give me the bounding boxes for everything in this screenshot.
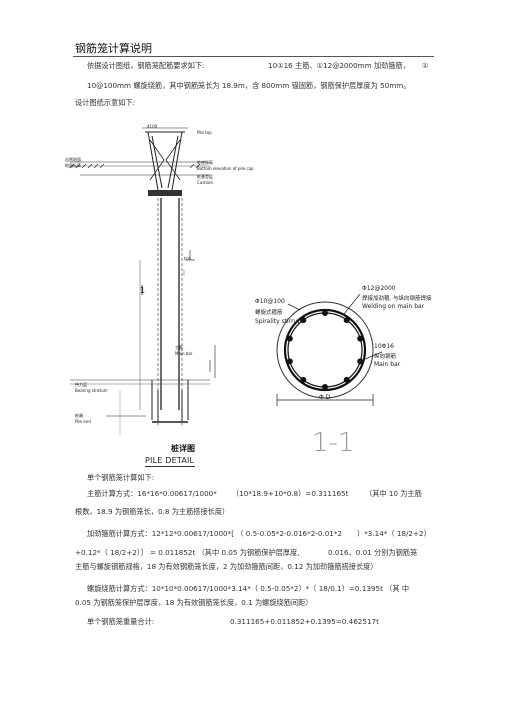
section-label-spiral-en: Spirality stirrup [255, 318, 302, 325]
title-rule [73, 56, 434, 57]
calc-main-c: （其中 10 为主筋 [365, 489, 422, 498]
calc-stiff-a: 加劲箍筋计算方式：12*12*0.00617/1000*[ （ 0.5-0.05… [87, 529, 343, 538]
section-label-spiral-cn: 螺旋式箍筋 [255, 310, 283, 316]
section-label-spiral: Φ10@100 [255, 298, 285, 305]
pile-caption-en: PILE DETAIL [145, 456, 195, 465]
calc-stiff-c: +0.12*（ 18/2+2）］ = 0.011852t （其中 0.05 为钢… [75, 548, 300, 557]
pile-label-end: 桩端 [75, 413, 83, 418]
pile-label-bottom-elev-2: Bottom elevation of pile cap [197, 166, 254, 171]
pile-label-n: n≥ [184, 256, 192, 262]
calc-main-d: 根数，18.9 为钢筋笼长，0.8 为主筋搭接长度） [75, 507, 230, 516]
calc-main-b: （10*18.9+10*0.8）=0.311165t [232, 489, 349, 498]
pile-caption: 桩详图 [171, 444, 195, 453]
intro-line-1b: 10①16 主筋、①12@2000mm 加劲箍筋， [268, 61, 410, 70]
section-caption: 1-1 [312, 428, 355, 458]
calc-total-label: 单个钢筋笼重量合计: [87, 617, 155, 626]
section-drawing [276, 293, 383, 406]
pile-caption-rule [145, 466, 195, 467]
pile-dim-top: 4100 [147, 124, 158, 129]
page-title: 钢筋笼计算说明 [75, 42, 152, 55]
section-label-main-cn: 纵向钢筋 [374, 354, 397, 360]
pile-label-cushion: 桩基垫层 [197, 174, 213, 179]
calc-stiff-e: 主筋与螺旋钢筋规格，18 为有效钢筋笼长度，2 为加劲箍筋间距，0.12 为加劲… [75, 562, 378, 571]
intro-line-1a: 依据设计图纸，钢筋笼配筋要求如下: [87, 61, 205, 70]
calc-total-value: 0.311165+0.011852+0.1395=0.462517t [230, 617, 379, 626]
pile-label-bearing-2: Bearing stratum [75, 388, 108, 393]
pile-label-end-2: Pile end [75, 419, 91, 424]
pile-label-bearing: 持力层 [75, 382, 87, 387]
pile-label-ground: 自然地面 [65, 157, 81, 162]
pile-label-pile-top: Pile top [197, 130, 212, 135]
intro-line-3: 设计图纸示意如下: [75, 98, 135, 107]
calc-spiral-a: 螺旋绕筋计算方式：10*10*0.00617/1000*3.14*（ 0.5-0… [87, 584, 410, 593]
calc-spiral-b: 0.05 为钢筋笼保护层厚度，18 为有效钢筋笼长度，0.1 为螺旋绕筋间距） [75, 598, 313, 607]
section-label-main: 10Φ16 [374, 343, 394, 350]
calc-main-a: 主筋计算方式：16*16*0.00617/1000* [87, 489, 217, 498]
pile-label-ground-2: 地面标高 [65, 163, 81, 168]
section-label-main-en: Main bar [374, 361, 401, 368]
calc-heading: 单个钢筋笼计算如下: [87, 473, 155, 482]
calc-stiff-d: 0.016、0.01 分别为钢筋笼 [328, 548, 418, 557]
intro-line-2: 10@100mm 螺旋绕筋，其中钢筋笼长为 18.9m，含 800mm 锚固筋，… [87, 81, 411, 90]
pile-label-mid: 1 [140, 286, 146, 295]
pile-label-cushion-2: Cushion [197, 180, 214, 185]
section-label-stiff-cn: 焊接加劲箍, 与纵向钢筋焊接 [362, 296, 432, 302]
intro-line-1c: ① [422, 61, 429, 70]
section-label-stiff: Φ12@2000 [362, 285, 396, 292]
calc-stiff-b: ）*3.14*（ 18/2+2） [357, 529, 431, 538]
pile-label-main-bar-2: Main bar [175, 351, 193, 356]
pile-label-bottom-elev: 桩底标高 [197, 160, 213, 165]
section-label-stiff-en: Welding on main bar [362, 303, 425, 310]
pile-detail-drawing [69, 127, 216, 435]
pile-label-main-bar: 主筋 [175, 345, 183, 350]
section-label-dim: Φ D [319, 394, 331, 401]
